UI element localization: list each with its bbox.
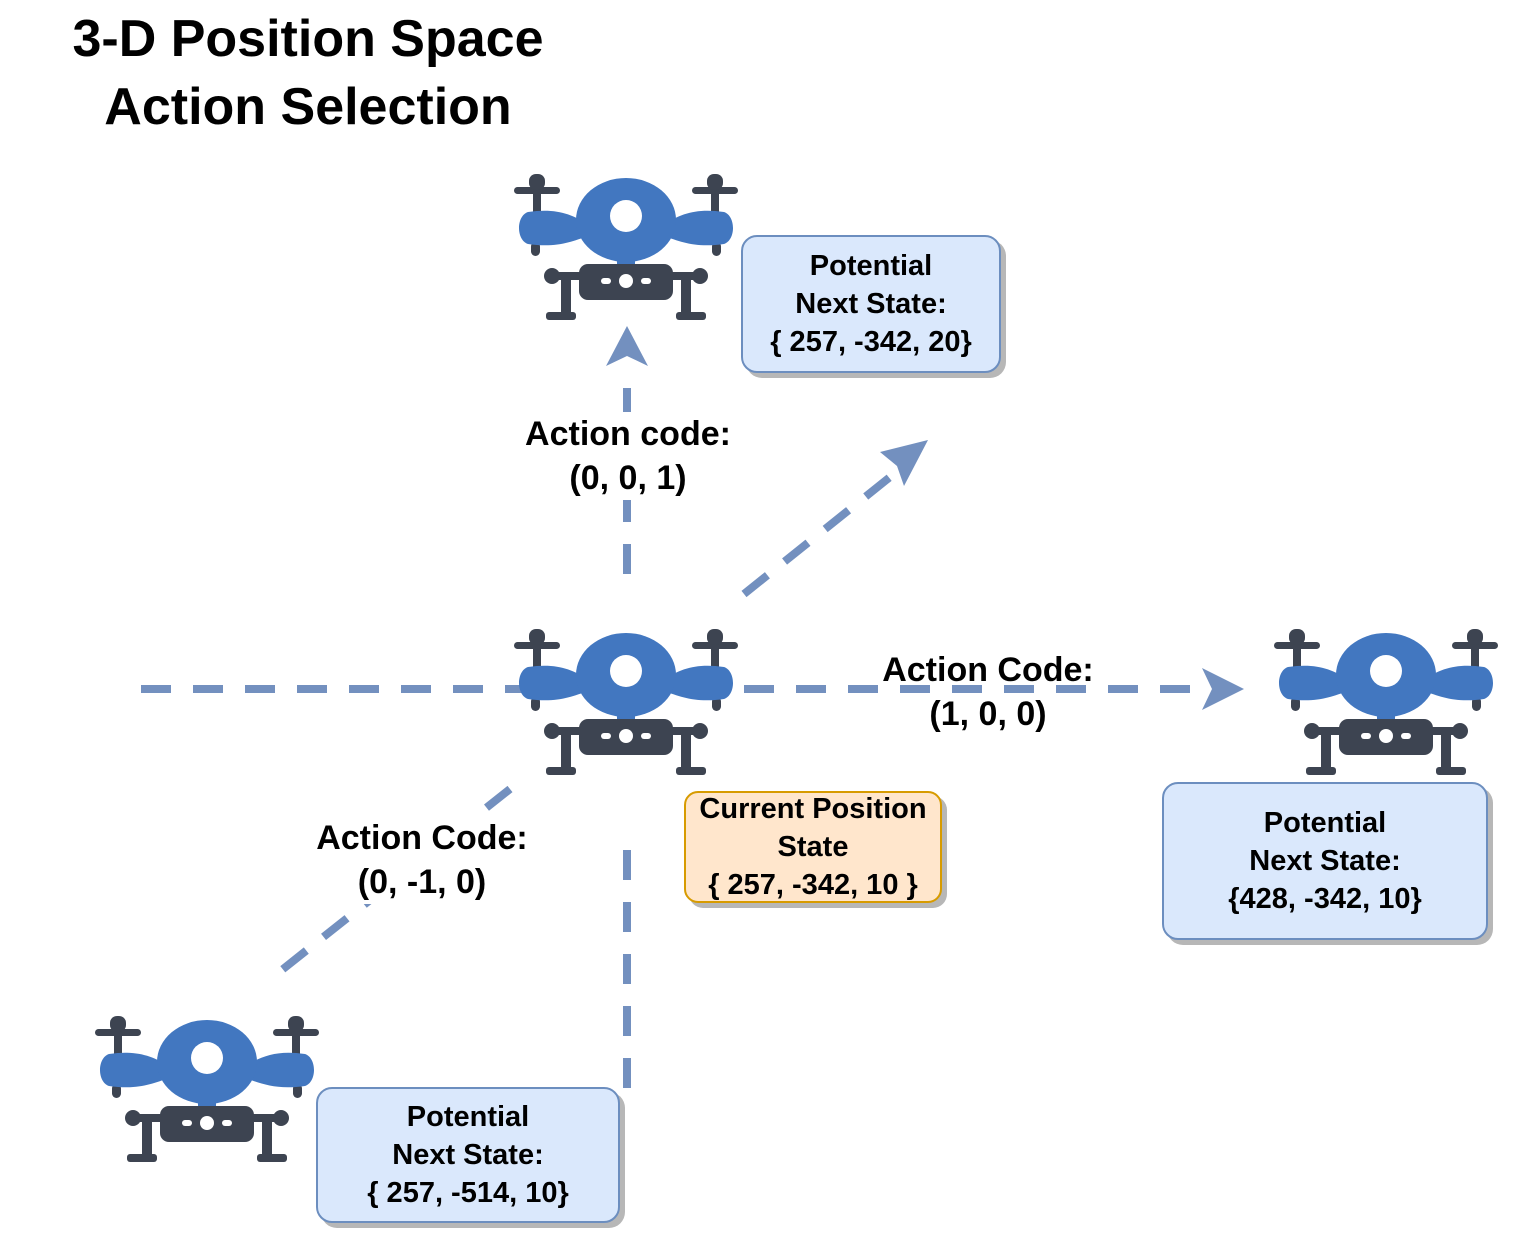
state-box-right: Potential Next State: {428, -342, 10} (1162, 782, 1488, 940)
action-label-down: Action Code: (0, -1, 0) (302, 816, 542, 904)
current-state-box: Current Position State { 257, -342, 10 } (684, 791, 942, 903)
diagram-title-line2: Action Selection (104, 78, 512, 136)
arrowhead-diagonal (880, 440, 928, 486)
state-right-value: {428, -342, 10} (1228, 883, 1422, 915)
arrowhead-right (1202, 668, 1244, 710)
arrow-diagonal-line (741, 465, 903, 598)
state-down-line2: Next State: (392, 1139, 544, 1171)
state-box-up: Potential Next State: { 257, -342, 20} (741, 235, 1001, 373)
action-label-right: Action Code: (1, 0, 0) (868, 648, 1108, 736)
action-up-line1: Action code: (525, 415, 731, 453)
connector-down-line (620, 850, 631, 1107)
current-state-line2: State (777, 831, 849, 863)
drone-icon (514, 629, 738, 775)
current-state-line1: Current Position (699, 793, 927, 825)
state-down-value: { 257, -514, 10} (367, 1177, 569, 1209)
action-right-line2: (1, 0, 0) (929, 695, 1047, 733)
drone-icon (514, 174, 738, 320)
state-up-line2: Next State: (795, 288, 947, 320)
arrowhead-up (606, 326, 648, 366)
state-right-line2: Next State: (1249, 845, 1401, 877)
action-label-up: Action code: (0, 0, 1) (508, 412, 748, 500)
drone-icon (95, 1016, 319, 1162)
state-down-line1: Potential (406, 1101, 530, 1133)
drone-icon (1274, 629, 1498, 775)
current-state-value: { 257, -342, 10 } (708, 869, 918, 901)
action-right-line1: Action Code: (882, 651, 1094, 689)
state-up-line1: Potential (809, 250, 933, 282)
state-right-line1: Potential (1263, 807, 1387, 839)
state-up-value: { 257, -342, 20} (770, 326, 972, 358)
diagram-title-line1: 3-D Position Space (72, 10, 544, 68)
state-box-down: Potential Next State: { 257, -514, 10} (316, 1087, 620, 1223)
action-down-line1: Action Code: (316, 819, 528, 857)
action-down-line2: (0, -1, 0) (357, 863, 487, 901)
action-up-line2: (0, 0, 1) (569, 459, 687, 497)
